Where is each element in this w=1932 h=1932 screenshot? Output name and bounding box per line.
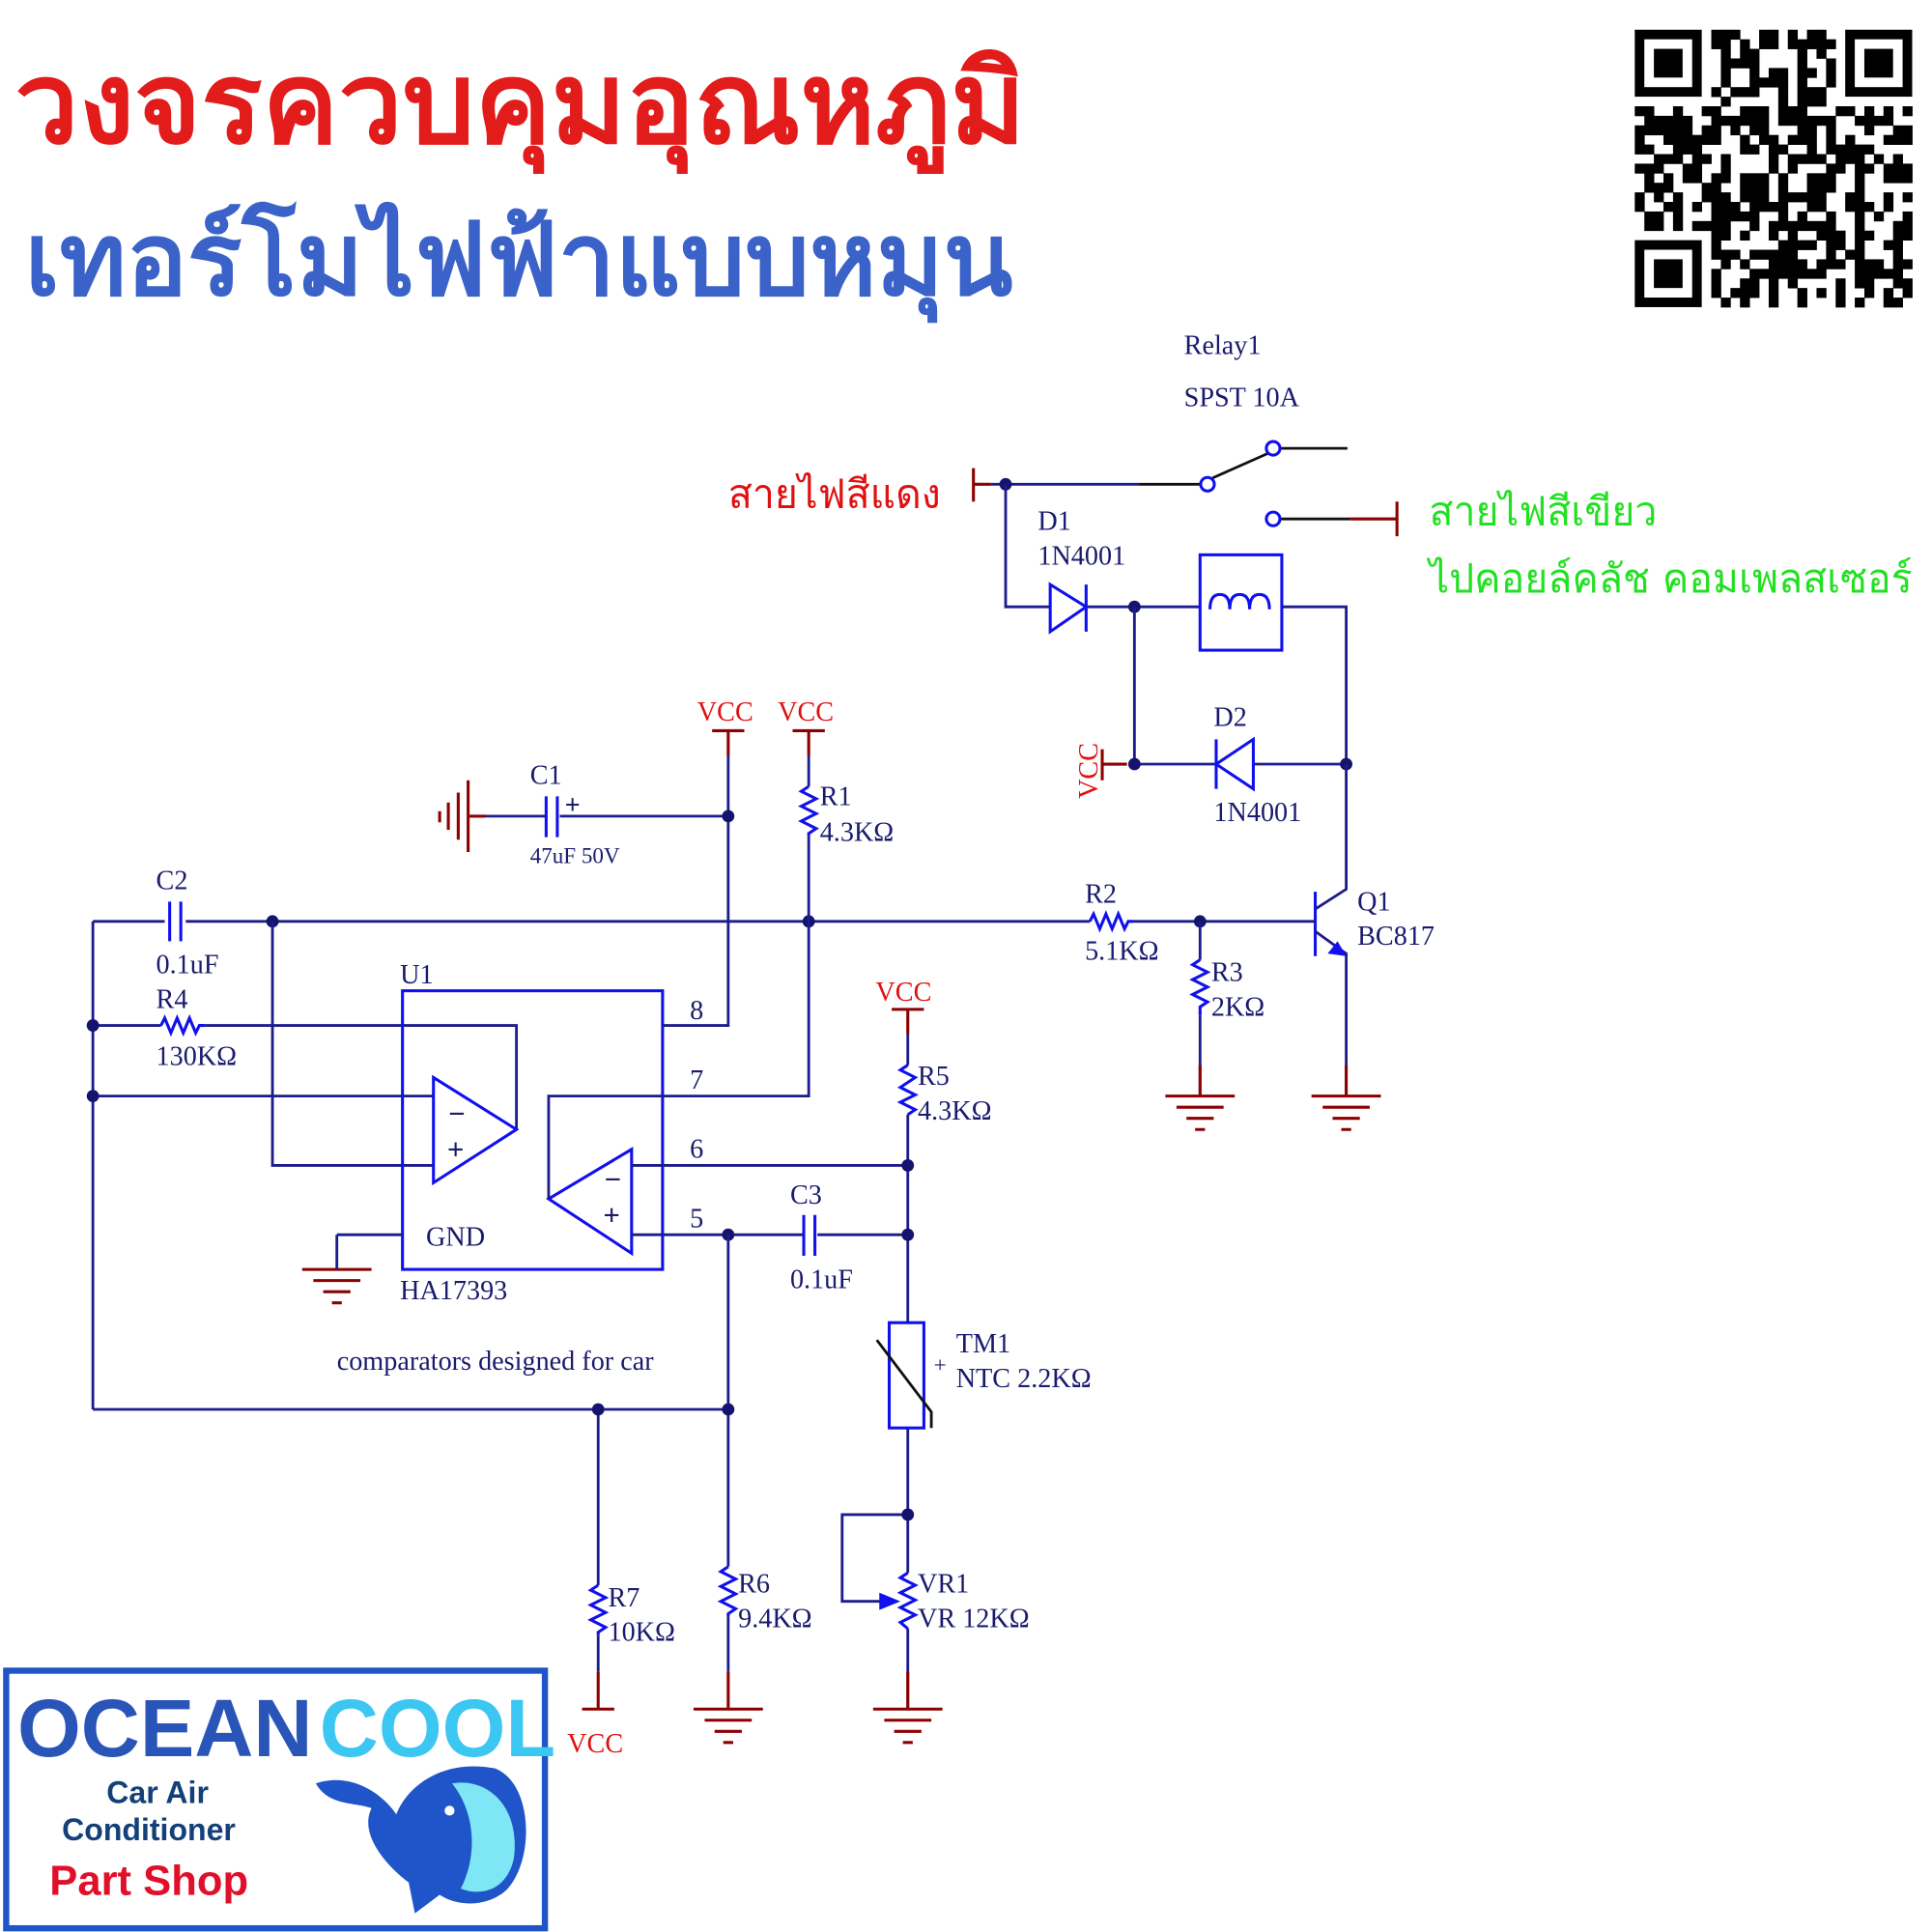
r4-value: 130KΩ — [156, 1042, 238, 1072]
ic-u1 — [401, 989, 665, 1271]
ground-icon — [693, 1707, 763, 1745]
svg-text:OCEAN: OCEAN — [17, 1682, 313, 1774]
capacitor-c2 — [168, 901, 183, 942]
c3-value: 0.1uF — [790, 1264, 853, 1294]
c2-value: 0.1uF — [156, 951, 219, 980]
qr-code — [1634, 29, 1913, 308]
tm1-sign: + — [934, 1352, 947, 1378]
red-wire-label: สายไฟสีแดง — [728, 471, 941, 518]
svg-text:Conditioner: Conditioner — [62, 1812, 236, 1847]
title-line-1: วงจรควบคุมอุณหภูมิ — [14, 37, 1025, 174]
c1-value: 47uF 50V — [530, 843, 620, 868]
diode-d2 — [1213, 736, 1255, 792]
d2-value: 1N4001 — [1213, 798, 1301, 828]
pin-7: 7 — [690, 1065, 703, 1095]
r4-ref: R4 — [156, 985, 188, 1015]
u1-value: HA17393 — [400, 1276, 507, 1306]
q1-value: BC817 — [1357, 922, 1435, 952]
r2-ref: R2 — [1085, 880, 1117, 910]
capacitor-c3 — [802, 1214, 817, 1256]
diode-d1 — [1048, 582, 1090, 635]
r1-value: 4.3KΩ — [820, 818, 895, 848]
pin-5: 5 — [690, 1205, 703, 1235]
vcc-label-r5: VCC — [875, 978, 931, 1008]
c3-ref: C3 — [790, 1180, 822, 1210]
u1-ref: U1 — [400, 960, 433, 990]
green-wire-label-2: ไปคอยล์คลัช คอมเพลสเซอร์ — [1426, 555, 1912, 602]
c2-ref: C2 — [156, 867, 188, 896]
ground-icon — [872, 1707, 943, 1745]
vr1-value: VR 12KΩ — [918, 1605, 1030, 1634]
capacitor-c1 — [544, 796, 559, 838]
green-wire-label-1: สายไฟสีเขียว — [1429, 489, 1657, 535]
resistor-r7 — [587, 1583, 610, 1635]
comp2-plus: + — [603, 1199, 620, 1232]
r6-value: 9.4KΩ — [738, 1605, 812, 1634]
pin-8: 8 — [690, 996, 703, 1026]
resistor-r1 — [798, 784, 820, 837]
comp1-plus: + — [447, 1133, 465, 1166]
vr1-ref: VR1 — [918, 1570, 969, 1600]
relay-coil — [1198, 553, 1284, 652]
transistor-q1 — [1314, 764, 1348, 1096]
c1-ref: C1 — [530, 761, 562, 791]
resistor-r3 — [1189, 958, 1211, 1016]
r3-ref: R3 — [1211, 957, 1243, 987]
tm1-ref: TM1 — [956, 1329, 1010, 1359]
resistor-r2 — [1088, 910, 1134, 933]
svg-text:Part Shop: Part Shop — [49, 1859, 248, 1905]
q1-ref: Q1 — [1357, 887, 1390, 917]
potentiometer-vr1 — [879, 1571, 919, 1631]
vcc-label-r1: VCC — [778, 697, 834, 727]
c1-polarity: + — [565, 790, 581, 820]
vcc-label-pin8: VCC — [697, 697, 753, 727]
thermistor-tm1 — [875, 1321, 933, 1430]
resistor-r5 — [896, 1064, 919, 1117]
comp2-minus: − — [605, 1163, 622, 1196]
r2-value: 5.1KΩ — [1085, 937, 1159, 967]
relay-switch — [972, 440, 1399, 537]
comparator-note: comparators designed for car — [337, 1347, 655, 1377]
r5-ref: R5 — [918, 1062, 950, 1092]
svg-text:COOL: COOL — [320, 1682, 555, 1774]
resistor-r6 — [717, 1565, 739, 1617]
resistor-r4 — [159, 1013, 206, 1037]
ocean-cool-logo: OCEAN COOL Car Air Conditioner Part Shop — [3, 1667, 555, 1932]
comp1-minus: − — [448, 1097, 466, 1130]
relay-ref: Relay1 — [1184, 331, 1262, 361]
tm1-value: NTC 2.2KΩ — [956, 1364, 1092, 1394]
u1-gnd-label: GND — [426, 1223, 485, 1253]
ground-icon — [301, 1267, 372, 1305]
svg-text:Car Air: Car Air — [106, 1776, 209, 1810]
vcc-label-d2: VCC — [1074, 743, 1104, 799]
ground-icon — [1311, 1094, 1381, 1131]
r3-value: 2KΩ — [1211, 992, 1264, 1022]
d1-ref: D1 — [1037, 507, 1070, 537]
vcc-label-r7: VCC — [567, 1729, 623, 1759]
relay-value: SPST 10A — [1184, 384, 1300, 413]
ground-icon — [1165, 1094, 1236, 1131]
title-line-2: เทอร์โมไฟฟ้าแบบหมุน — [25, 200, 1013, 324]
ground-c1-icon — [438, 780, 486, 853]
r7-value: 10KΩ — [608, 1618, 675, 1648]
r6-ref: R6 — [738, 1570, 770, 1600]
pin-6: 6 — [690, 1135, 703, 1165]
r1-ref: R1 — [820, 781, 852, 811]
r5-value: 4.3KΩ — [918, 1096, 992, 1126]
r7-ref: R7 — [608, 1583, 639, 1613]
d1-value: 1N4001 — [1037, 542, 1125, 572]
d2-ref: D2 — [1213, 702, 1246, 732]
